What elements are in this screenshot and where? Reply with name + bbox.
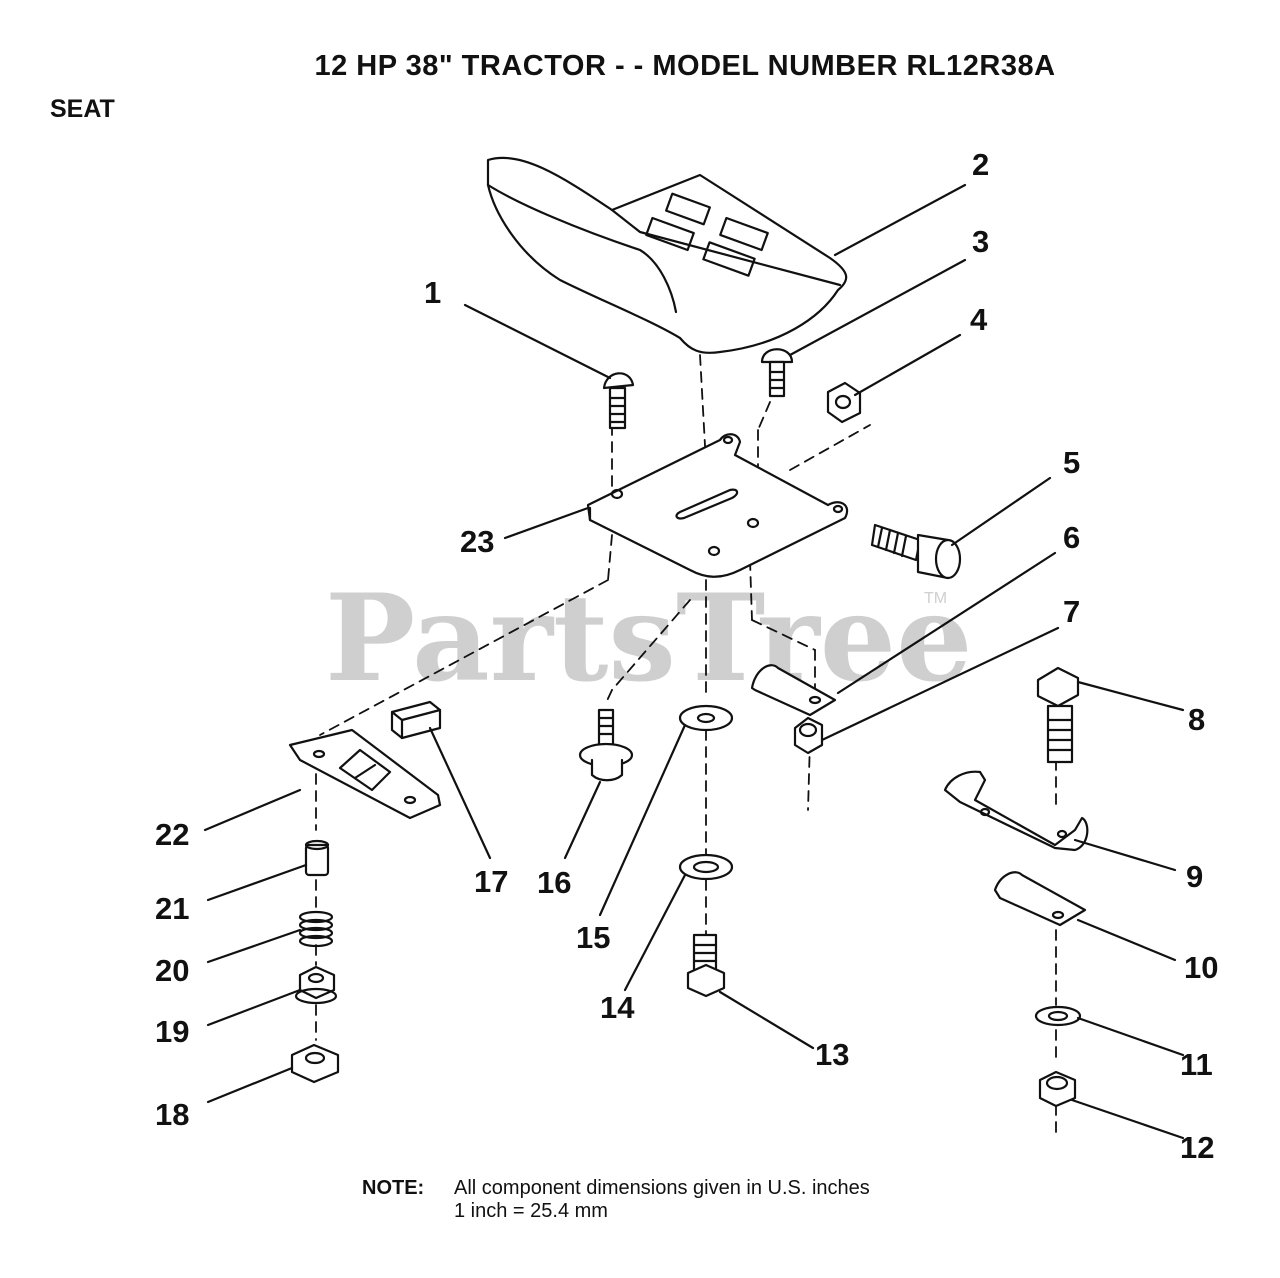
callout-7: 7 [1063, 594, 1080, 629]
section-label: SEAT [50, 95, 115, 123]
seat-mounting-plate-part [586, 433, 849, 578]
note-label: NOTE: [362, 1177, 425, 1199]
callout-15: 15 [576, 920, 610, 955]
callout-16: 16 [537, 865, 571, 900]
rubber-block-part [390, 700, 442, 740]
lock-nut-part-2 [1038, 1070, 1077, 1108]
washer-part-15 [678, 704, 734, 732]
callout-17: 17 [474, 864, 508, 899]
latch-plate-part [288, 728, 442, 820]
callout-5: 5 [1063, 445, 1080, 480]
callout-21: 21 [155, 891, 189, 926]
callout-23: 23 [460, 524, 494, 559]
hex-head-bolt-part [686, 933, 726, 998]
seat-part [486, 156, 848, 354]
callout-18: 18 [155, 1097, 189, 1132]
pin-part [304, 839, 330, 877]
note-line-2: 1 inch = 25.4 mm [454, 1200, 608, 1222]
callout-20: 20 [155, 953, 189, 988]
lock-nut-part [793, 716, 824, 755]
washer-part-14 [678, 853, 734, 881]
flange-nut-part [294, 965, 338, 1005]
watermark-tm: TM [924, 590, 947, 607]
spring-clip-part-2 [993, 871, 1087, 927]
callout-14: 14 [600, 990, 635, 1025]
hex-bolt-part [1036, 666, 1080, 764]
seat-bracket-part [943, 770, 1089, 852]
flange-nut-part-2 [290, 1043, 340, 1084]
shoulder-stud-part [578, 708, 634, 782]
callout-1: 1 [424, 275, 441, 310]
leader-lines [203, 183, 1185, 1140]
page-title: 12 HP 38" TRACTOR - - MODEL NUMBER RL12R… [314, 50, 1056, 82]
flat-washer-part [1034, 1005, 1082, 1027]
carriage-bolt-part [602, 372, 635, 430]
callout-2: 2 [972, 147, 989, 182]
callout-numbers: 1 2 3 4 5 6 7 8 9 10 11 12 13 14 15 16 1… [155, 147, 1218, 1165]
note-line-1: All component dimensions given in U.S. i… [454, 1177, 870, 1199]
callout-11: 11 [1180, 1047, 1213, 1082]
callout-12: 12 [1180, 1130, 1214, 1165]
callout-13: 13 [815, 1037, 849, 1072]
watermark: PartsTree [325, 568, 972, 709]
dimension-note: NOTE: All component dimensions given in U… [362, 1177, 870, 1223]
callout-6: 6 [1063, 520, 1080, 555]
callout-19: 19 [155, 1014, 189, 1049]
callout-8: 8 [1188, 702, 1205, 737]
callout-4: 4 [970, 302, 988, 337]
hex-nut-part [826, 381, 862, 424]
assembly-guide-lines [315, 354, 1057, 1136]
round-head-screw-part [760, 348, 794, 398]
callout-3: 3 [972, 224, 989, 259]
callout-10: 10 [1184, 950, 1218, 985]
callout-22: 22 [155, 817, 189, 852]
callout-9: 9 [1186, 859, 1203, 894]
shoulder-bolt-part [870, 523, 962, 580]
spring-clip-part [750, 664, 837, 717]
spring-part [298, 910, 334, 948]
